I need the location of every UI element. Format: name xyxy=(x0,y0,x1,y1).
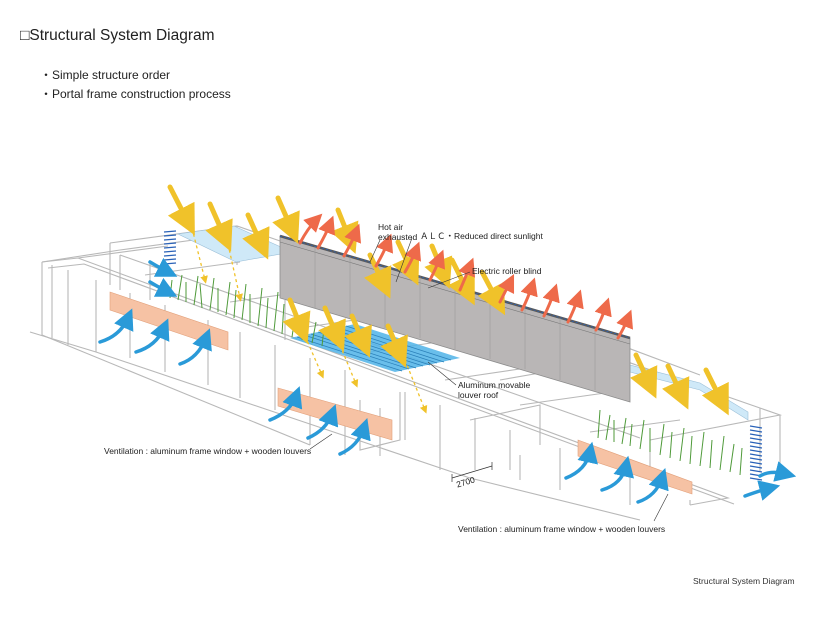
hot-air-arrow-icon xyxy=(316,215,336,250)
sun-arrow-icon xyxy=(344,313,372,358)
hot-air-arrow-icon xyxy=(342,223,362,258)
hot-air-arrows xyxy=(298,213,634,340)
wind-arrow-icon xyxy=(268,386,303,422)
hot-air-arrow-icon xyxy=(458,257,476,292)
reflected-sunlight xyxy=(191,227,428,414)
panel-right xyxy=(577,439,693,495)
figure-caption: Structural System Diagram xyxy=(693,576,795,586)
sun-arrow-icon xyxy=(477,269,506,316)
label-alc: ＡＬＣ・Reduced direct sunlight xyxy=(420,231,543,241)
label-ventilation-right: Ventilation : aluminum frame window + wo… xyxy=(458,524,666,534)
sun-arrow-icon xyxy=(364,252,392,299)
hot-air-arrow-icon xyxy=(616,309,634,340)
label-hot-air: Hot air exhausted xyxy=(378,222,417,242)
wind-arrows xyxy=(98,257,797,504)
hot-air-arrow-icon xyxy=(374,233,394,268)
wind-arrow-icon xyxy=(564,441,598,480)
sun-arrow-icon xyxy=(272,195,300,244)
page-title: □Structural System Diagram xyxy=(20,27,215,44)
label-louver-line1: Aluminum movable xyxy=(458,380,531,390)
sun-arrow-icon xyxy=(242,212,270,260)
sun-arrow-icon xyxy=(662,363,690,410)
label-ventilation-left: Ventilation : aluminum frame window + wo… xyxy=(104,446,312,456)
wind-arrow-icon xyxy=(148,277,178,297)
wind-arrow-icon xyxy=(758,461,797,482)
sun-arrow-icon xyxy=(318,305,346,352)
dimension-2700 xyxy=(451,462,493,482)
hot-air-arrow-icon xyxy=(497,273,515,304)
hot-air-arrow-icon xyxy=(403,241,422,274)
label-hot-air-line1: Hot air xyxy=(378,222,404,232)
sun-arrow-icon xyxy=(330,207,359,254)
hot-air-arrow-icon xyxy=(298,213,323,245)
label-louver-line2: louver roof xyxy=(458,390,499,400)
wind-arrow-icon xyxy=(306,404,339,440)
bullet-simple-structure: ・Simple structure order xyxy=(40,68,171,82)
wind-arrow-icon xyxy=(98,308,134,344)
wind-arrow-icon xyxy=(148,257,178,277)
bullet-portal-frame: ・Portal frame construction process xyxy=(40,87,231,101)
wind-arrow-icon xyxy=(338,418,371,456)
label-aluminum-louver-roof: Aluminum movable louver roof xyxy=(458,380,530,400)
plants-right xyxy=(597,409,743,476)
sun-arrow-icon xyxy=(630,352,658,399)
wind-arrow-icon xyxy=(636,468,669,504)
roller-blind-left xyxy=(163,230,177,265)
sun-arrow-icon xyxy=(205,201,233,252)
sun-arrow-icon xyxy=(380,323,408,368)
wind-arrow-icon xyxy=(600,455,634,492)
roller-blind-right xyxy=(749,425,763,481)
hot-air-arrow-icon xyxy=(566,289,584,324)
left-skylight xyxy=(176,225,294,263)
bullet-list: ・Simple structure order ・Portal frame co… xyxy=(40,66,231,104)
leader-lines xyxy=(309,237,669,522)
wind-arrow-icon xyxy=(134,318,170,354)
right-skylight xyxy=(629,364,749,421)
hot-air-arrow-icon xyxy=(520,277,538,312)
label-hot-air-line2: exhausted xyxy=(378,232,418,242)
wind-arrow-icon xyxy=(743,480,781,501)
hot-air-arrow-icon xyxy=(428,249,446,282)
hot-air-arrow-icon xyxy=(594,297,612,332)
sun-arrow-icon xyxy=(701,367,729,416)
sun-arrow-icon xyxy=(282,297,311,344)
hot-air-arrow-icon xyxy=(542,283,560,318)
sun-arrow-icon xyxy=(167,184,195,236)
label-electric-roller-blind: Electric roller blind xyxy=(472,266,542,276)
wind-arrow-icon xyxy=(178,328,212,366)
